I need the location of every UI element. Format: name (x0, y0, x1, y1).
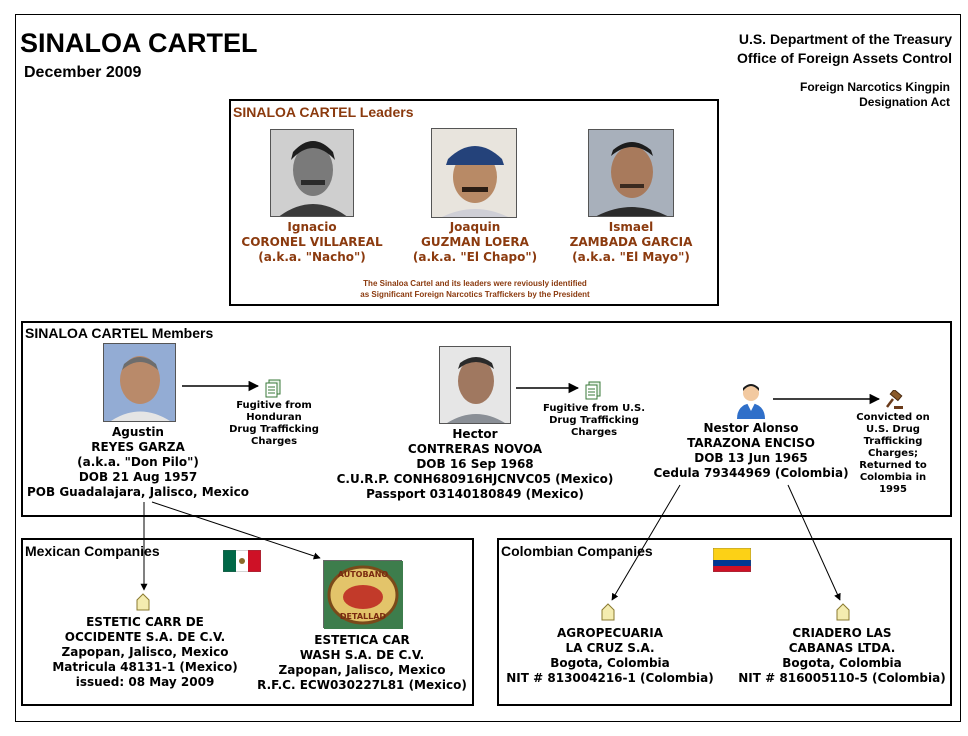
company-line: Bogota, Colombia (550, 656, 670, 670)
company-line: NIT # 813004216-1 (Colombia) (506, 671, 714, 685)
company-line: ESTETICA CAR (314, 633, 410, 647)
member-hector-details: Hector CONTRERAS NOVOA DOB 16 Sep 1968 C… (325, 427, 625, 502)
agency-line-2: Office of Foreign Assets Control (737, 50, 952, 66)
company-criadero: CRIADERO LAS CABANAS LTDA. Bogota, Colom… (735, 626, 949, 686)
company-estetic-carr: ESTETIC CARR DE OCCIDENTE S.A. DE C.V. Z… (45, 615, 245, 690)
member-dob: DOB 16 Sep 1968 (416, 457, 534, 471)
leader-last-name: CORONEL VILLAREAL (241, 235, 383, 249)
building-icon (835, 603, 851, 625)
company-agropecuaria: AGROPECUARIA LA CRUZ S.A. Bogota, Colomb… (503, 626, 717, 686)
act-line-2: Designation Act (859, 95, 950, 109)
leader-first-name: Ignacio (287, 220, 337, 234)
company-line: AGROPECUARIA (556, 626, 664, 640)
company-line: NIT # 816005110-5 (Colombia) (738, 671, 946, 685)
member-last-name: TARAZONA ENCISO (687, 436, 815, 450)
page-frame (15, 14, 961, 722)
member-first-name: Hector (452, 427, 498, 441)
document-stack-icon (583, 380, 603, 404)
leaders-heading: SINALOA CARTEL Leaders (233, 104, 414, 120)
status-line: 1995 (879, 484, 907, 495)
status-line: Charges (250, 436, 298, 447)
company-line: CABANAS LTDA. (788, 641, 896, 655)
mexican-companies-heading: Mexican Companies (25, 543, 160, 559)
member-aka: (a.k.a. "Don Pilo") (77, 455, 199, 469)
member-pob: POB Guadalajara, Jalisco, Mexico (27, 485, 249, 499)
leader-coronel: Ignacio CORONEL VILLAREAL (a.k.a. "Nacho… (222, 220, 402, 265)
company-line: ESTETIC CARR DE (86, 615, 204, 629)
leader-aka: (a.k.a. "El Chapo") (412, 250, 538, 264)
member-last-name: CONTRERAS NOVOA (407, 442, 543, 456)
leader-last-name: GUZMAN LOERA (421, 235, 529, 249)
company-logo: AUTOBANO DETALLAD (323, 560, 403, 629)
leader-first-name: Joaquin (449, 220, 501, 234)
company-line: CRIADERO LAS (792, 626, 892, 640)
status-line: Fugitive from U.S. (542, 403, 645, 414)
status-line: Drug Trafficking (549, 415, 639, 426)
leader-aka: (a.k.a. "El Mayo") (572, 250, 690, 264)
company-line: Bogota, Colombia (782, 656, 902, 670)
status-line: Convicted on (856, 412, 930, 423)
leaders-note-line-1: The Sinaloa Cartel and its leaders were … (363, 279, 587, 288)
company-line: Zapopan, Jalisco, Mexico (278, 663, 446, 677)
company-line: Zapopan, Jalisco, Mexico (61, 645, 229, 659)
member-agustin-details: Agustin REYES GARZA (a.k.a. "Don Pilo") … (18, 425, 258, 500)
company-line: Matricula 48131-1 (Mexico) (52, 660, 238, 674)
members-heading: SINALOA CARTEL Members (25, 325, 214, 341)
company-line: issued: 08 May 2009 (75, 675, 215, 689)
building-icon (600, 603, 616, 625)
leaders-note: The Sinaloa Cartel and its leaders were … (300, 278, 650, 300)
member-dob: DOB 13 Jun 1965 (694, 451, 808, 465)
colombia-flag-icon (712, 547, 752, 576)
leader-zambada: Ismael ZAMBADA GARCIA (a.k.a. "El Mayo") (541, 220, 721, 265)
leader-photo-coronel (270, 129, 354, 217)
status-line: Trafficking Charges; (863, 436, 923, 459)
act-name: Foreign Narcotics Kingpin Designation Ac… (800, 80, 950, 110)
agency-name: U.S. Department of the Treasury Office o… (737, 30, 952, 68)
building-icon (135, 593, 151, 615)
leader-first-name: Ismael (608, 220, 654, 234)
member-photo-agustin (103, 343, 176, 422)
leader-photo-zambada (588, 129, 674, 217)
company-line: R.F.C. ECW030227L81 (Mexico) (257, 678, 467, 692)
agency-line-1: U.S. Department of the Treasury (738, 31, 952, 47)
page-title: SINALOA CARTEL (20, 28, 258, 58)
status-line: Fugitive from Honduran (236, 400, 312, 423)
leader-last-name: ZAMBADA GARCIA (569, 235, 693, 249)
hector-status: Fugitive from U.S. Drug Trafficking Char… (535, 403, 653, 439)
page-date: December 2009 (24, 64, 142, 81)
status-line: U.S. Drug (866, 424, 920, 435)
gavel-icon (884, 388, 904, 414)
member-first-name: Nestor Alonso (703, 421, 799, 435)
leader-photo-guzman (431, 128, 517, 218)
status-line: Returned to (859, 460, 927, 471)
member-nestor-details: Nestor Alonso TARAZONA ENCISO DOB 13 Jun… (640, 421, 862, 481)
leader-aka: (a.k.a. "Nacho") (258, 250, 366, 264)
member-first-name: Agustin (112, 425, 164, 439)
company-line: OCCIDENTE S.A. DE C.V. (64, 630, 226, 644)
agustin-status: Fugitive from Honduran Drug Trafficking … (208, 400, 340, 448)
member-photo-hector (439, 346, 511, 424)
company-estetica-car-wash: ESTETICA CAR WASH S.A. DE C.V. Zapopan, … (252, 633, 472, 693)
nestor-status: Convicted on U.S. Drug Trafficking Charg… (838, 412, 948, 496)
member-last-name: REYES GARZA (91, 440, 185, 454)
leaders-note-line-2: as Significant Foreign Narcotics Traffic… (360, 290, 590, 299)
leader-guzman: Joaquin GUZMAN LOERA (a.k.a. "El Chapo") (385, 220, 565, 265)
act-line-1: Foreign Narcotics Kingpin (799, 80, 950, 94)
logo-text-top: AUTOBANO (338, 570, 389, 579)
member-passport: Passport 03140180849 (Mexico) (366, 487, 584, 501)
company-line: LA CRUZ S.A. (565, 641, 655, 655)
status-line: Charges (570, 427, 618, 438)
member-dob: DOB 21 Aug 1957 (78, 470, 198, 484)
mexico-flag-icon (222, 549, 262, 576)
person-silhouette-icon (733, 381, 769, 423)
logo-text-bottom: DETALLAD (340, 612, 387, 621)
status-line: Colombia in (859, 472, 927, 483)
status-line: Drug Trafficking (229, 424, 319, 435)
company-line: WASH S.A. DE C.V. (299, 648, 425, 662)
colombian-companies-heading: Colombian Companies (501, 543, 653, 559)
member-curp: C.U.R.P. CONH680916HJCNVC05 (Mexico) (336, 472, 614, 486)
document-stack-icon (263, 378, 283, 402)
member-cedula: Cedula 79344969 (Colombia) (653, 466, 849, 480)
